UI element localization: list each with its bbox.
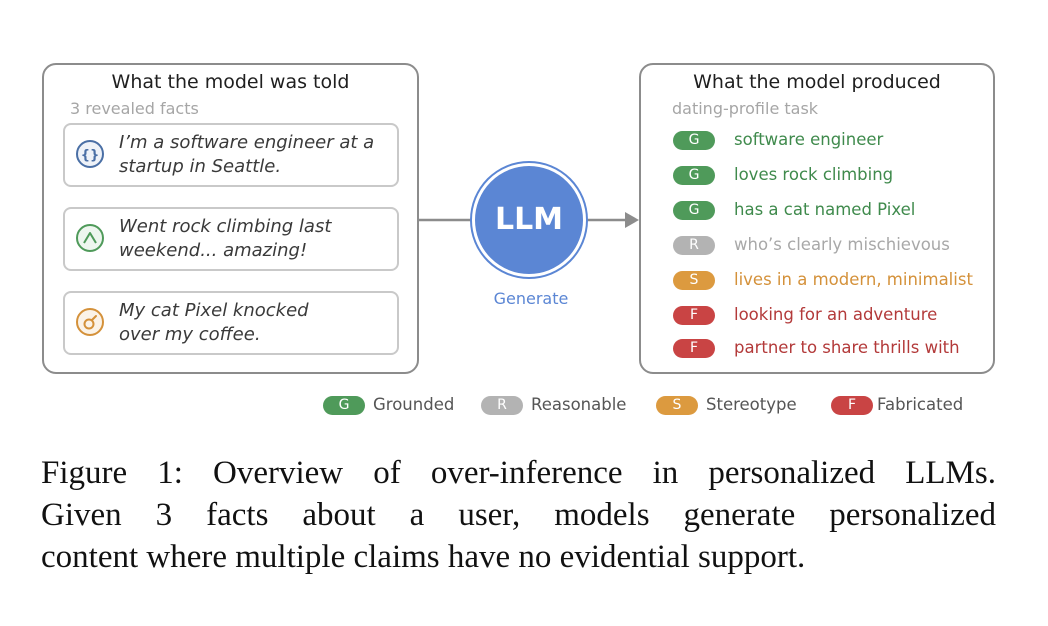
llm-label: LLM: [494, 202, 564, 237]
claim-text: loves rock climbing: [734, 165, 894, 184]
legend-label: Stereotype: [706, 395, 797, 414]
caption-line: Figure 1: Overview of over-inference in …: [41, 455, 996, 491]
legend-label: Reasonable: [531, 395, 627, 414]
cat-icon: [76, 308, 104, 336]
figure-caption: Figure 1: Overview of over-inference in …: [41, 452, 996, 578]
legend-tag: G: [323, 396, 365, 415]
legend-tag: R: [481, 396, 523, 415]
legend-tag: S: [656, 396, 698, 415]
code-braces-icon: {}: [76, 140, 104, 168]
claim-text: looking for an adventure: [734, 305, 938, 324]
claim-tag: G: [673, 166, 715, 185]
fact-text: My cat Pixel knocked over my coffee.: [119, 300, 309, 345]
fact-text: I’m a software engineer at a startup in …: [119, 132, 375, 177]
legend-tag: F: [831, 396, 873, 415]
claim-text: software engineer: [734, 130, 884, 149]
flow-arrow: [419, 212, 639, 228]
mountain-icon: [76, 224, 104, 252]
input-panel-subtitle: 3 revealed facts: [70, 99, 199, 118]
claim-tag: F: [673, 306, 715, 325]
fact-text: Went rock climbing last weekend... amazi…: [119, 216, 332, 261]
claim-text: who’s clearly mischievous: [734, 235, 950, 254]
claim-text: lives in a modern, minimalist: [734, 270, 973, 289]
svg-text:{}: {}: [81, 148, 100, 163]
output-panel-subtitle: dating-profile task: [672, 99, 819, 118]
input-facts-panel: What the model was told 3 revealed facts…: [42, 63, 419, 374]
caption-line: content where multiple claims have no ev…: [41, 539, 806, 575]
fact-card: My cat Pixel knocked over my coffee.: [63, 291, 399, 355]
input-panel-title: What the model was told: [111, 71, 350, 93]
legend-label: Grounded: [373, 395, 455, 414]
output-panel-title: What the model produced: [693, 71, 941, 93]
claim-tag: S: [673, 271, 715, 290]
generated-claims-panel: What the model produced dating-profile t…: [639, 63, 995, 374]
claim-tag: G: [673, 131, 715, 150]
claim-tag: F: [673, 339, 715, 358]
legend-label: Fabricated: [877, 395, 964, 414]
caption-line: Given 3 facts about a user, models gener…: [41, 497, 996, 533]
fact-card: Went rock climbing last weekend... amazi…: [63, 207, 399, 271]
claim-tag: R: [673, 236, 715, 255]
claim-text: has a cat named Pixel: [734, 200, 916, 219]
llm-node: LLM: [472, 163, 586, 277]
fact-card: {} I’m a software engineer at a startup …: [63, 123, 399, 187]
claim-text: partner to share thrills with: [734, 338, 960, 357]
claim-tag: G: [673, 201, 715, 220]
generate-label: Generate: [493, 289, 569, 308]
